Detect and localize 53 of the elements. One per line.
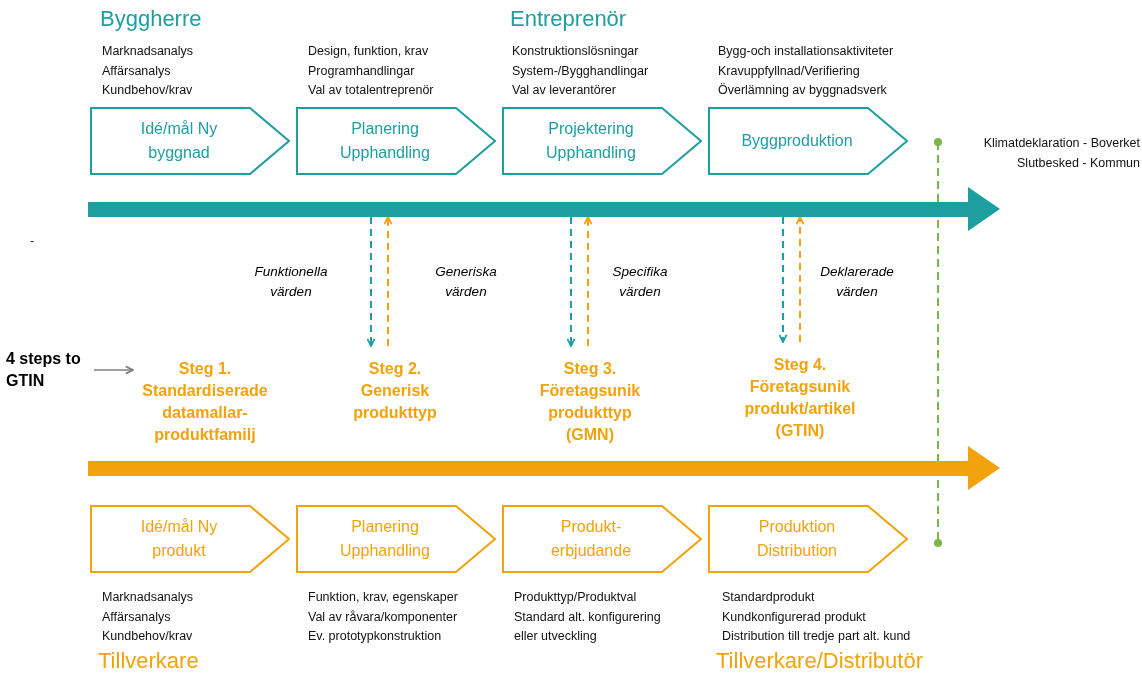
process-step: Produktion Distribution xyxy=(708,505,908,573)
note-text: Design, funktion, krav xyxy=(308,43,429,60)
step-text: Steg 2. Generisk produkttyp xyxy=(335,346,455,436)
side-text: 4 steps to GTIN xyxy=(6,348,90,394)
timeline-arrow xyxy=(88,446,1000,490)
note-text: Affärsanalys xyxy=(102,62,171,80)
role-heading: Tillverkare/Distributör xyxy=(716,648,923,673)
process-step: Byggproduktion xyxy=(708,107,908,175)
note-text: Affärsanalys xyxy=(102,608,171,626)
note-text: Konstruktionslösningar xyxy=(512,43,639,60)
process-step: Planering Upphandling xyxy=(296,505,496,573)
note-text: Överlämning av byggnadsverk xyxy=(718,82,887,99)
note-text: Standard alt. konfigurering xyxy=(514,608,661,626)
note-text: Programhandlingar xyxy=(308,62,415,80)
dashed-arrow xyxy=(383,216,393,347)
milestone-text: Klimatdeklaration - Boverket xyxy=(983,135,1140,152)
process-step: Idé/mål Ny byggnad xyxy=(90,107,290,175)
note-text: Distribution till tredje part alt. kund xyxy=(722,628,911,645)
note-text: eller utveckling xyxy=(514,628,597,645)
note-text: Kundkonfigurerad produkt xyxy=(722,608,866,626)
arrow xyxy=(93,365,134,375)
dashed-arrow xyxy=(366,216,376,347)
process-step: Planering Upphandling xyxy=(296,107,496,175)
timeline-arrow xyxy=(88,187,1000,231)
process-step: Idé/mål Ny produkt xyxy=(90,505,290,573)
note-text: Val av leverantörer xyxy=(512,82,616,99)
note-text: Kundbehov/krav xyxy=(102,82,193,99)
note-text: System-/Bygghandlingar xyxy=(512,62,649,80)
note-text: Standardprodukt xyxy=(722,589,815,606)
step-text: Steg 4. Företagsunik produkt/artikel (GTIN) xyxy=(725,342,875,454)
note-text: Marknadsanalys xyxy=(102,589,193,606)
note-text: Ev. prototypkonstruktion xyxy=(308,628,442,645)
process-step: Produkt- erbjudande xyxy=(502,505,702,573)
role-heading: Entreprenör xyxy=(510,6,627,32)
note-text: Produkttyp/Produktval xyxy=(514,589,637,606)
dashed-arrow xyxy=(566,216,576,347)
dashed-arrow xyxy=(583,216,593,347)
note-text: Kravuppfyllnad/Verifiering xyxy=(718,62,860,80)
step-text: Steg 3. Företagsunik produkttyp (GMN) xyxy=(525,346,655,458)
step-text: Steg 1. Standardiserade datamallar- produktfamilj xyxy=(135,346,275,458)
dash-mark: - xyxy=(30,233,35,250)
note-text: Kundbehov/krav xyxy=(102,628,193,645)
note-text: Funktion, krav, egenskaper xyxy=(308,589,458,606)
role-heading: Byggherre xyxy=(100,6,202,32)
dashed-arrow xyxy=(795,216,805,343)
milestone-text: Slutbesked - Kommun xyxy=(1017,155,1140,172)
note-text: Marknadsanalys xyxy=(102,43,193,60)
role-heading: Tillverkare xyxy=(98,648,199,673)
process-step: Projektering Upphandling xyxy=(502,107,702,175)
note-text: Val av råvara/komponenter xyxy=(308,608,458,626)
note-text: Val av totalentreprenör xyxy=(308,82,434,99)
dashed-arrow xyxy=(778,216,788,343)
note-text: Bygg-och installationsaktiviteter xyxy=(718,43,894,60)
